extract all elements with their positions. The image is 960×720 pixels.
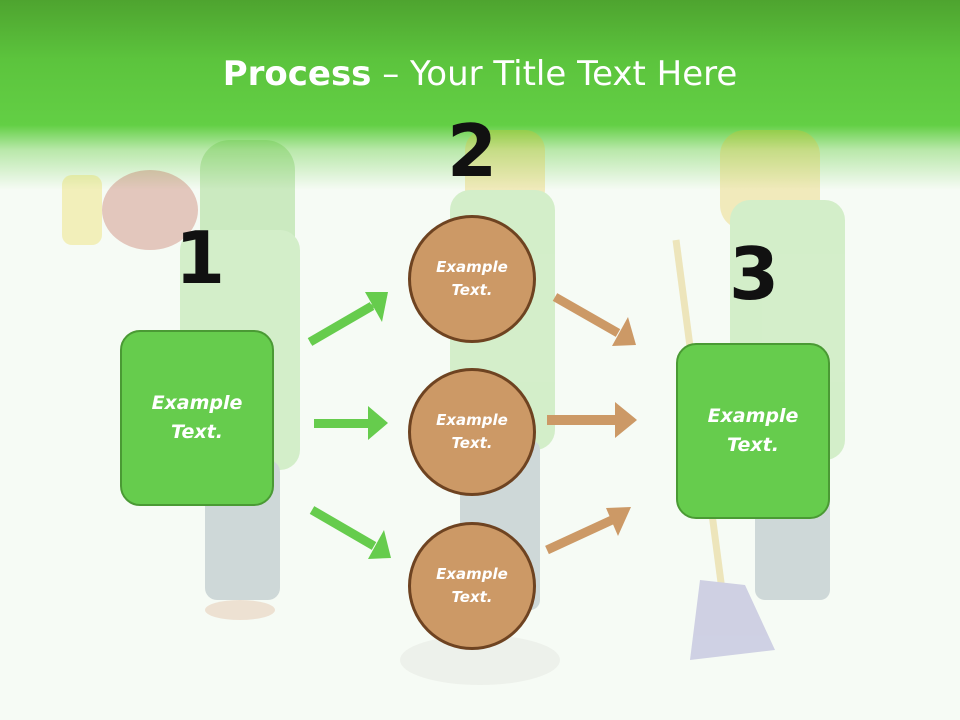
circle-top-line1: Example xyxy=(436,258,508,276)
step-3-number: 3 xyxy=(728,232,780,316)
circle-bottom: Example Text. xyxy=(408,522,536,650)
circle-top-line2: Text. xyxy=(451,281,493,299)
circle-bottom-line2: Text. xyxy=(451,588,493,606)
slide-title: Process – Your Title Text Here xyxy=(0,52,960,96)
arrow-green-up xyxy=(307,292,388,346)
step-1-box-line1: Example xyxy=(151,392,243,414)
step-3-box-line1: Example xyxy=(707,405,799,427)
circle-bottom-line1: Example xyxy=(436,565,508,583)
step-2-number: 2 xyxy=(446,109,498,193)
arrow-tan-straight xyxy=(547,402,637,438)
circle-middle-line1: Example xyxy=(436,411,508,429)
circle-middle-line2: Text. xyxy=(451,434,493,452)
title-banner xyxy=(0,0,960,190)
step-1-number: 1 xyxy=(174,216,226,300)
arrow-green-down xyxy=(309,506,391,559)
circle-middle: Example Text. xyxy=(408,368,536,496)
arrow-tan-down xyxy=(552,293,636,346)
title-bold-text: Process xyxy=(222,54,372,94)
title-rest-text: – Your Title Text Here xyxy=(371,54,738,94)
arrow-green-straight xyxy=(314,406,388,440)
step-3-box-line2: Text. xyxy=(727,434,779,456)
step-1-box: Example Text. xyxy=(120,330,274,506)
step-3-box: Example Text. xyxy=(676,343,830,519)
circle-top: Example Text. xyxy=(408,215,536,343)
arrow-tan-up xyxy=(545,507,631,555)
step-1-box-line2: Text. xyxy=(171,421,223,443)
